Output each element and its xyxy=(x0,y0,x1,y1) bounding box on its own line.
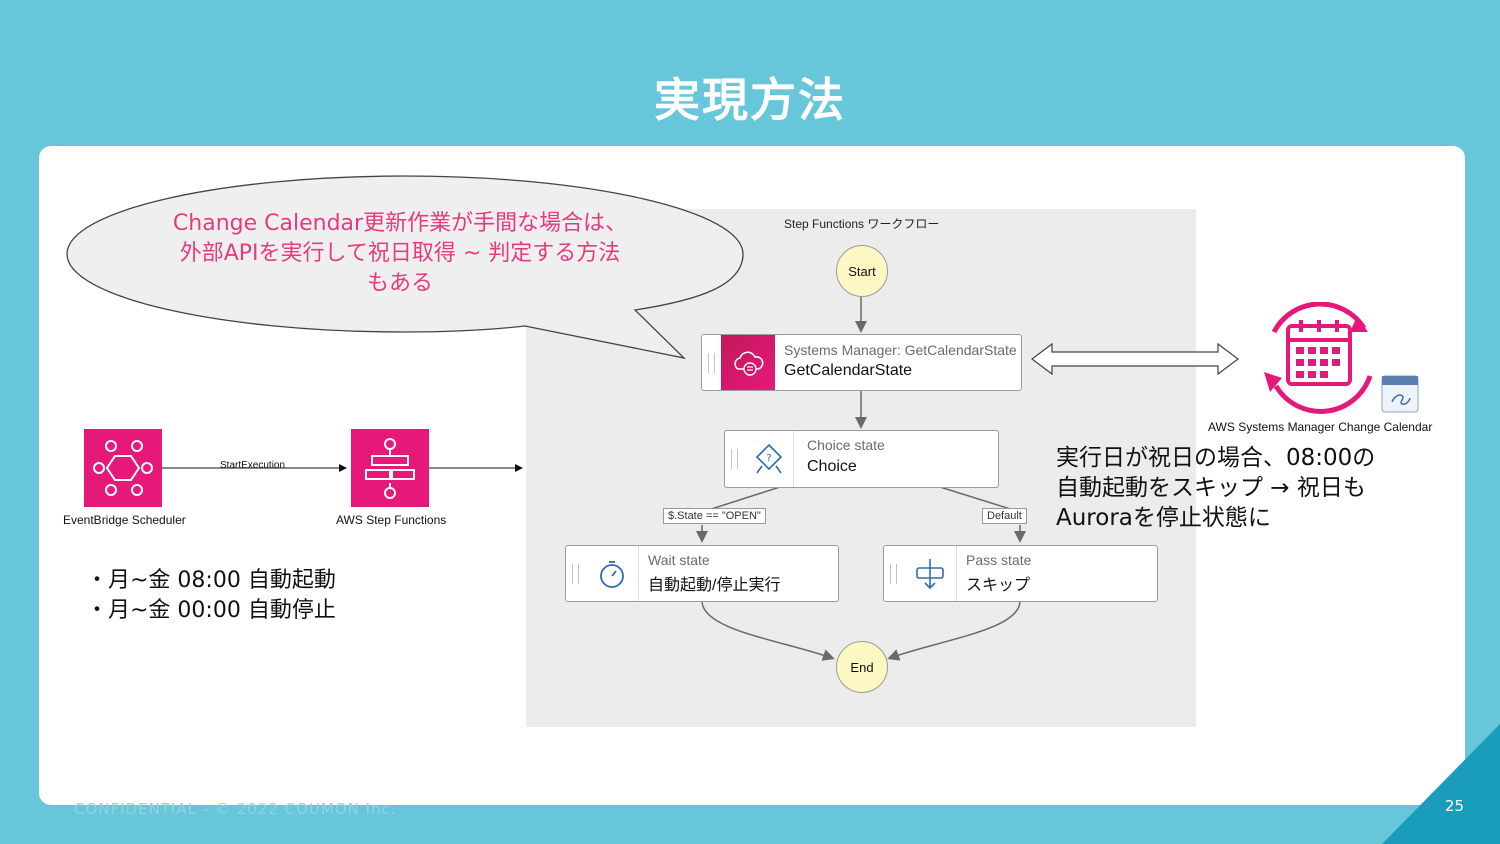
change-calendar-label: AWS Systems Manager Change Calendar xyxy=(1208,420,1433,434)
condition-open-label: $.State == "OPEN" xyxy=(663,508,766,524)
start-execution-label: StartExecution xyxy=(220,460,286,471)
page-number: 25 xyxy=(1444,797,1464,815)
get-calendar-name: GetCalendarState xyxy=(784,362,913,379)
change-calendar-icon xyxy=(1264,302,1419,414)
drag-handle-icon xyxy=(708,352,715,373)
wait-name: 自動起動/停止実行 xyxy=(648,577,781,594)
get-calendar-type: Systems Manager: GetCalendarState xyxy=(784,342,1017,358)
wait-state-box: Wait state 自動起動/停止実行 xyxy=(565,545,839,602)
pass-icon xyxy=(904,546,957,601)
schedule-bullet-stop: ・月~金 00:00 自動停止 xyxy=(86,598,336,623)
workflow-heading: Step Functions ワークフロー xyxy=(784,217,940,231)
wait-type: Wait state xyxy=(648,552,710,568)
schedule-bullet-start: ・月~金 08:00 自動起動 xyxy=(86,568,336,593)
condition-default-label: Default xyxy=(982,508,1027,524)
choice-icon: ? xyxy=(745,431,794,487)
holiday-note: 実行日が祝日の場合、08:00の自動起動をスキップ → 祝日もAuroraを停止… xyxy=(1056,445,1376,531)
aws-step-functions-icon xyxy=(351,429,429,507)
schedule-bullets: ・月~金 08:00 自動起動 ・月~金 00:00 自動停止 xyxy=(86,566,336,626)
timer-icon xyxy=(586,546,639,601)
systems-manager-icon xyxy=(721,335,775,390)
drag-handle-icon xyxy=(890,563,897,584)
confidential-footer: CONFIDENTIAL - © 2022 COUMON Inc. xyxy=(74,800,397,818)
end-node: End xyxy=(836,641,888,693)
svg-text:?: ? xyxy=(766,453,771,464)
aws-step-functions-label: AWS Step Functions xyxy=(336,513,447,527)
drag-handle-icon xyxy=(572,563,579,584)
start-node: Start xyxy=(836,245,888,297)
choice-name: Choice xyxy=(807,458,857,475)
corner-decoration xyxy=(1382,724,1500,844)
pass-type: Pass state xyxy=(966,552,1032,568)
eventbridge-scheduler-icon xyxy=(84,429,162,507)
eventbridge-scheduler-label: EventBridge Scheduler xyxy=(63,513,186,527)
get-calendar-state-box: Systems Manager: GetCalendarState GetCal… xyxy=(701,334,1022,391)
pass-name: スキップ xyxy=(966,577,1031,594)
pass-state-box: Pass state スキップ xyxy=(883,545,1158,602)
speech-bubble-text: Change Calendar更新作業が手間な場合は、外部APIを実行して祝日取… xyxy=(172,211,628,296)
choice-state-box: ? Choice state Choice xyxy=(724,430,999,488)
choice-type: Choice state xyxy=(807,437,885,453)
slide-title: 実現方法 xyxy=(654,73,846,127)
drag-handle-icon xyxy=(731,449,738,469)
